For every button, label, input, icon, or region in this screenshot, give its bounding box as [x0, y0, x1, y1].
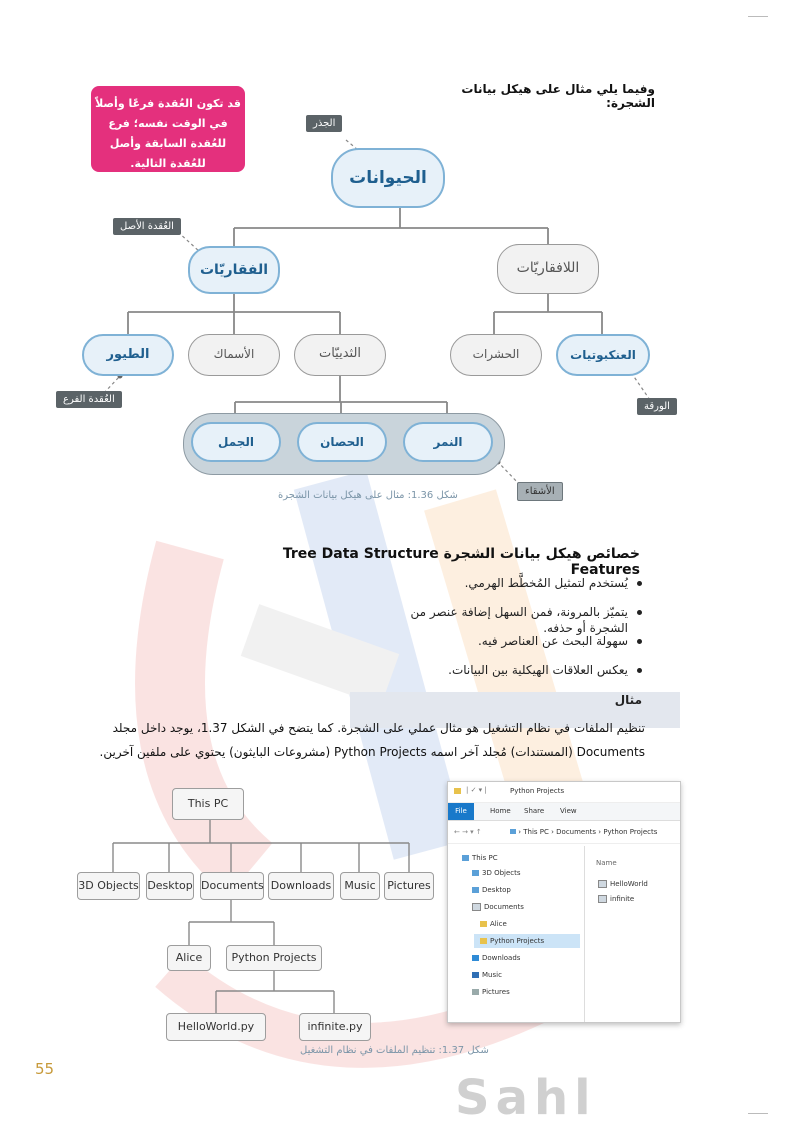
explorer-ribbon: File Home Share View — [448, 803, 680, 821]
watermark-text: Sahl — [455, 1070, 597, 1126]
fs-node-infinite-py: infinite.py — [299, 1013, 371, 1041]
features-title: خصائص هيكل بيانات الشجرة Tree Data Struc… — [282, 546, 640, 578]
tab-file[interactable]: File — [448, 803, 474, 820]
node-mammals: الثدييّات — [294, 334, 386, 376]
example-text-line-1: تنظيم الملفات في نظام التشغيل هو مثال عم… — [112, 721, 645, 735]
fs-node-this-pc: This PC — [172, 788, 244, 820]
folder-icon — [480, 938, 487, 944]
file-item[interactable]: infinite — [598, 895, 634, 903]
figure-caption-1: شكل 1.36: مثال على هيكل بيانات الشجرة — [278, 490, 458, 501]
node-fish: الأسماك — [188, 334, 280, 376]
bottom-right-rule — [748, 1113, 768, 1114]
pictures-icon — [472, 989, 479, 995]
feature-item: يتميّز بالمرونة، فمن السهل إضافة عنصر من… — [400, 604, 642, 635]
watermark-logo — [135, 470, 606, 1068]
3d-objects-icon — [472, 870, 479, 876]
note-box: قد تكون العُقدة فرعًا وأصلاً في الوقت نف… — [91, 86, 245, 172]
node-tiger: النمر — [403, 422, 493, 462]
music-icon — [472, 972, 479, 978]
nav-item-downloads[interactable]: Downloads — [472, 954, 520, 962]
node-horse: الحصان — [297, 422, 387, 462]
python-file-icon — [598, 880, 607, 888]
node-camel: الجمل — [191, 422, 281, 462]
feature-item: يعكس العلاقات الهيكلية بين البيانات. — [400, 662, 642, 691]
fs-node-alice: Alice — [167, 945, 211, 971]
tab-share[interactable]: Share — [524, 807, 545, 815]
file-explorer-window: | ✓ ▾ | Python Projects File Home Share … — [447, 781, 681, 1023]
nav-arrows-icon[interactable]: ← → ▾ ↑ — [454, 828, 482, 836]
breadcrumb-this-pc[interactable]: This PC — [523, 828, 549, 836]
tab-view[interactable]: View — [560, 807, 577, 815]
explorer-nav-pane: This PC 3D Objects Desktop Documents Ali… — [448, 846, 580, 1022]
nav-item-music[interactable]: Music — [472, 971, 502, 979]
node-invertebrates: اللافقاريّات — [497, 244, 599, 294]
explorer-address-bar: ← → ▾ ↑ › This PC › Documents › Python P… — [448, 821, 680, 844]
feature-item: يُستخدم لتمثيل المُخطَّط الهرمي. — [400, 575, 642, 604]
fs-node-python-projects: Python Projects — [226, 945, 322, 971]
tag-root: الجذر — [306, 115, 343, 132]
column-header-name[interactable]: Name — [596, 859, 617, 867]
tag-leaf: الورقة — [637, 398, 677, 415]
node-insects: الحشرات — [450, 334, 542, 376]
tree-connectors — [103, 139, 651, 486]
fs-node-3d-objects: 3D Objects — [77, 872, 140, 900]
node-animals: الحيوانات — [331, 148, 445, 208]
example-band — [350, 692, 680, 728]
breadcrumb-documents[interactable]: Documents — [556, 828, 597, 836]
tab-home[interactable]: Home — [490, 807, 511, 815]
page-number: 55 — [35, 1060, 55, 1078]
features-list: يُستخدم لتمثيل المُخطَّط الهرمي. يتميّز … — [400, 575, 642, 691]
nav-item-desktop[interactable]: Desktop — [472, 886, 511, 894]
nav-item-this-pc[interactable]: This PC — [462, 854, 498, 862]
file-item[interactable]: HelloWorld — [598, 880, 648, 888]
fs-node-downloads: Downloads — [268, 872, 334, 900]
intro-text: وفيما يلي مثال على هيكل بيانات الشجرة: — [461, 82, 655, 110]
tag-parent-node: العُقدة الأصل — [113, 218, 181, 235]
explorer-titlebar: | ✓ ▾ | Python Projects — [448, 782, 680, 803]
node-vertebrates: الفقاريّات — [188, 246, 280, 294]
fs-node-music: Music — [340, 872, 380, 900]
nav-item-python-projects[interactable]: Python Projects — [474, 934, 580, 948]
node-birds: الطيور — [82, 334, 174, 376]
fs-node-pictures: Pictures — [384, 872, 434, 900]
python-file-icon — [598, 895, 607, 903]
figure-caption-2: شكل 1.37: تنظيم الملفات في نظام التشغيل — [300, 1045, 489, 1056]
breadcrumb-python-projects[interactable]: Python Projects — [603, 828, 658, 836]
breadcrumb[interactable]: › This PC › Documents › Python Projects — [510, 828, 657, 836]
top-right-rule — [748, 16, 768, 17]
pc-icon — [462, 855, 469, 861]
folder-icon — [480, 921, 487, 927]
fs-node-desktop: Desktop — [146, 872, 194, 900]
documents-icon — [472, 903, 481, 911]
explorer-divider — [584, 846, 585, 1022]
downloads-icon — [472, 955, 479, 961]
nav-item-alice[interactable]: Alice — [480, 920, 507, 928]
desktop-icon — [472, 887, 479, 893]
example-text-line-2: Documents (المستندات) مُجلد آخر اسمه Pyt… — [99, 745, 645, 759]
tag-siblings: الأشقاء — [517, 482, 563, 501]
example-label: مثال — [614, 693, 642, 707]
feature-item: سهولة البحث عن العناصر فيه. — [400, 633, 642, 662]
tag-child-node: العُقدة الفرع — [56, 391, 122, 408]
pc-icon — [510, 829, 516, 834]
fs-node-helloworld-py: HelloWorld.py — [166, 1013, 266, 1041]
node-spiders: العنكبوتيات — [556, 334, 650, 376]
folder-icon — [454, 788, 461, 794]
quick-access-icons: | ✓ ▾ | — [466, 786, 487, 794]
explorer-title: Python Projects — [510, 787, 565, 795]
nav-item-3d-objects[interactable]: 3D Objects — [472, 869, 521, 877]
fs-node-documents: Documents — [200, 872, 264, 900]
nav-item-documents[interactable]: Documents — [472, 903, 524, 911]
nav-item-pictures[interactable]: Pictures — [472, 988, 510, 996]
